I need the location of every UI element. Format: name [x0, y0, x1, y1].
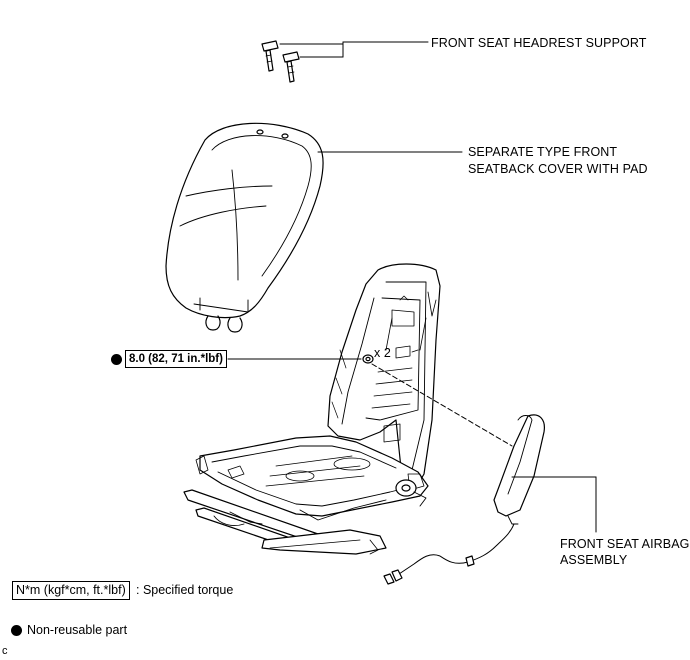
wire-connector — [391, 569, 403, 582]
corner-code: c — [2, 645, 8, 657]
nonreusable-dot-icon — [111, 354, 122, 365]
airbag-label-line1: FRONT SEAT AIRBAG — [560, 537, 690, 551]
seat-cushion-frame — [195, 435, 429, 517]
wire-clip — [465, 555, 475, 567]
wire-connector-2 — [383, 573, 395, 585]
nut — [362, 354, 374, 364]
headrest-support-label: FRONT SEAT HEADREST SUPPORT — [431, 36, 647, 50]
seatback-cover-label-line2: SEATBACK COVER WITH PAD — [468, 162, 648, 176]
quantity-label: x 2 — [374, 346, 391, 360]
seatback-frame — [327, 263, 441, 489]
airbag-leader — [511, 476, 597, 533]
airbag-label-line2: ASSEMBLY — [560, 553, 628, 567]
recliner — [395, 479, 427, 507]
nonreusable-legend-text: Non-reusable part — [27, 623, 128, 637]
torque-spec-box: 8.0 (82, 71 in.*lbf) — [125, 350, 227, 368]
headrest-leader — [279, 41, 429, 58]
seatback-cover-label-line1: SEPARATE TYPE FRONT — [468, 145, 618, 159]
airbag-wire-harness — [395, 523, 515, 577]
seatback-cover — [165, 122, 324, 333]
nonreusable-legend-dot-icon — [11, 625, 22, 636]
torque-legend-description: : Specified torque — [136, 583, 234, 597]
torque-unit-legend: N*m (kgf*cm, ft.*lbf) — [12, 581, 130, 600]
airbag-assembly — [493, 414, 545, 525]
install-dashed-line — [371, 363, 513, 447]
seat-rails — [183, 489, 387, 555]
headrest-support-pins — [261, 40, 300, 83]
